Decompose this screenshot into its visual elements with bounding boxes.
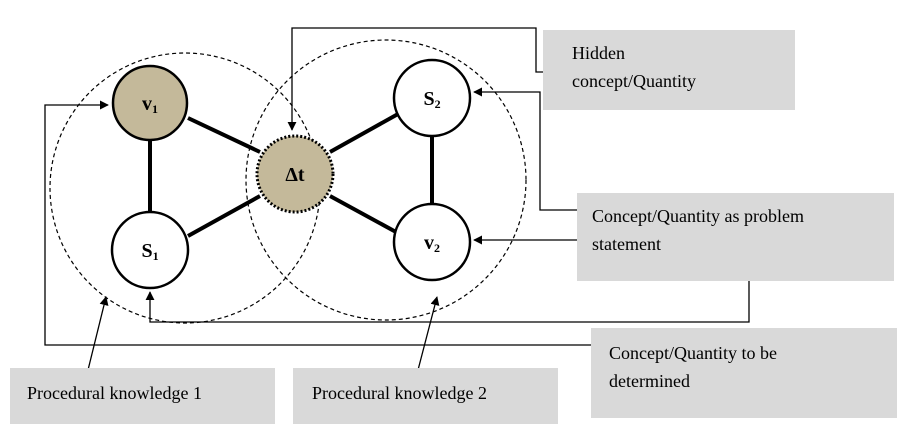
problem-to-s1-arrow xyxy=(145,281,750,323)
node-delta-t-label: Δt xyxy=(285,164,305,186)
pk1-pointer-arrow xyxy=(87,296,109,371)
hidden-concept-box: Hidden concept/Quantity xyxy=(543,30,795,110)
determined-to-v1-arrow xyxy=(44,100,591,346)
edge-dt-v2 xyxy=(329,194,397,234)
hidden-concept-line-2: concept/Quantity xyxy=(572,71,696,91)
problem-to-s2-arrow xyxy=(473,87,577,211)
problem-statement-line-1: Concept/Quantity as problem xyxy=(592,206,804,226)
node-s1 xyxy=(110,210,190,290)
procedural-knowledge-1-label: Procedural knowledge 1 xyxy=(27,383,202,403)
edge-s1-dt xyxy=(187,194,261,238)
procedural-knowledge-1-box: Procedural knowledge 1 xyxy=(10,368,275,424)
node-v1-label: v1 xyxy=(142,93,158,116)
procedural-knowledge-2-box: Procedural knowledge 2 xyxy=(293,368,558,424)
node-delta-t xyxy=(255,134,335,214)
to-be-determined-line-1: Concept/Quantity to be xyxy=(609,343,777,363)
node-s1-label: S1 xyxy=(141,240,158,263)
node-v2 xyxy=(392,202,472,282)
hidden-concept-line-1: Hidden xyxy=(572,43,625,63)
node-v2-label: v2 xyxy=(424,232,440,255)
pk2-pointer-arrow xyxy=(417,296,440,371)
procedural-knowledge-2-region xyxy=(245,39,527,321)
to-be-determined-line-2: determined xyxy=(609,371,690,391)
edge-dt-s2 xyxy=(329,112,399,154)
hidden-connector-arrow xyxy=(287,27,543,131)
node-s2-label: S2 xyxy=(423,88,440,111)
node-v1 xyxy=(111,64,189,142)
problem-statement-box: Concept/Quantity as problem statement xyxy=(577,193,894,281)
procedural-knowledge-2-label: Procedural knowledge 2 xyxy=(312,383,487,403)
to-be-determined-box: Concept/Quantity to be determined xyxy=(591,328,897,418)
problem-statement-line-2: statement xyxy=(592,234,661,254)
edge-v1-dt xyxy=(187,116,261,154)
node-s2 xyxy=(392,58,472,138)
